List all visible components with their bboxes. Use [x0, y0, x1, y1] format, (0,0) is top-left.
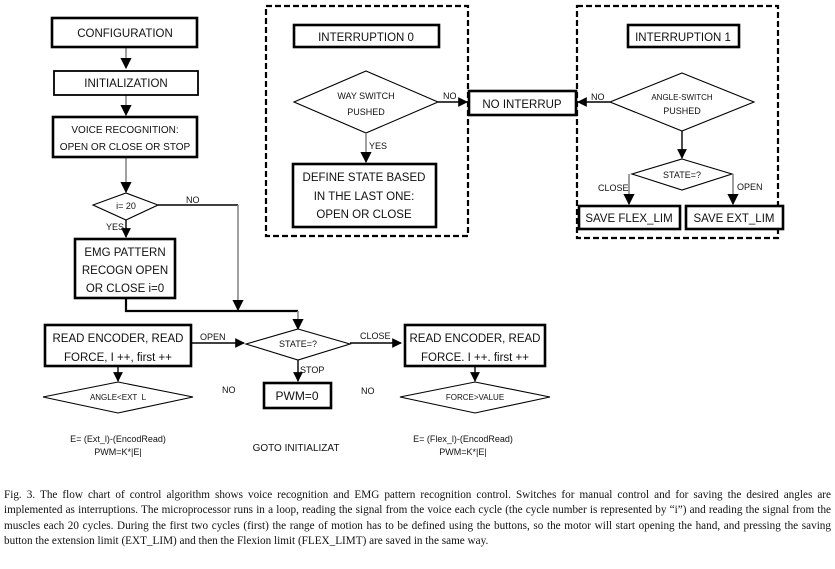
pwm-zero-box [262, 381, 333, 410]
branch-close-label: CLOSE [360, 331, 391, 341]
define-state-line1: DEFINE STATE BASED [303, 172, 426, 184]
angle-check-label: ANGLE<EXT L [90, 393, 147, 402]
no-interrupt-box [467, 89, 578, 117]
formula-open-line1: E= (Ext_l)-(EncodRead) [70, 434, 166, 444]
define-state-line2: IN THE LAST ONE: [314, 191, 415, 203]
cycle-check-diamond [91, 192, 160, 221]
formula-open-line2: PWM=K*|E| [94, 447, 141, 457]
save-ext-label: SAVE EXT_LIM [694, 213, 775, 225]
interrupt-open-label: OPEN [737, 182, 763, 192]
read-close-line2: FORCE. I ++. first ++ [421, 352, 529, 364]
way-switch-yes-label: YES [369, 141, 387, 151]
state-decision-label: STATE=? [279, 339, 317, 349]
angle-switch-line2: PUSHED [663, 106, 701, 116]
read-open-box [43, 323, 193, 368]
interruption-0-title: INTERRUPTION 0 [318, 32, 414, 44]
save-flex-box [577, 204, 682, 231]
emg-pattern-line1: EMG PATTERN [84, 247, 165, 259]
angle-switch-diamond [608, 72, 756, 132]
interruption-1-title-box [626, 23, 741, 49]
emg-pattern-line2: RECOGN OPEN [82, 265, 168, 277]
interrupt-close-label: CLOSE [598, 183, 629, 193]
cycle-check-label: i= 20 [116, 201, 136, 211]
goto-initialization-label: GOTO INITIALIZAT [253, 443, 340, 454]
cycle-yes-label: YES [106, 222, 124, 232]
branch-open-label: OPEN [200, 332, 226, 342]
cycle-no-label: NO [186, 195, 200, 205]
read-open-line2: FORCE, I ++, first ++ [64, 352, 172, 364]
interruption-1-title: INTERRUPTION 1 [635, 32, 731, 44]
interruption-0-title-box [292, 23, 441, 49]
no-right-label: NO [361, 386, 375, 396]
figure-caption: Fig. 3. The flow chart of control algori… [4, 489, 831, 548]
no-left-label: NO [222, 385, 236, 395]
define-state-box [291, 162, 438, 229]
initialization-label: INITIALIZATION [84, 78, 168, 90]
branch-stop-label: STOP [300, 365, 324, 375]
define-state-line3: OPEN OR CLOSE [316, 209, 412, 221]
pwm-zero-label: PWM=0 [275, 389, 318, 403]
formula-close-line1: E= (Flex_l)-(EncodRead) [413, 434, 513, 444]
read-open-line1: READ ENCODER, READ [53, 333, 184, 345]
interruption-1-region [575, 4, 780, 240]
interruption-0-region [264, 4, 470, 238]
force-check-label: FORCE>VALUE [446, 393, 504, 402]
emg-pattern-box [73, 237, 177, 300]
force-check-diamond [399, 381, 551, 414]
interrupt-state-label: STATE=? [663, 170, 701, 180]
way-switch-line1: WAY SWITCH [337, 91, 394, 101]
initialization-box [53, 70, 199, 96]
flowchart-diagram: CONFIGURATION INITIALIZATION VOICE RECOG… [42, 4, 785, 457]
state-decision-diamond [244, 328, 352, 361]
configuration-label: CONFIGURATION [77, 28, 173, 40]
way-switch-line2: PUSHED [347, 107, 385, 117]
line-emg-merge [124, 298, 298, 313]
read-close-line1: READ ENCODER, READ [410, 333, 541, 345]
no-interrupt-label: NO INTERRUP [482, 99, 562, 111]
save-flex-label: SAVE FLEX_LIM [585, 213, 672, 225]
read-close-box [403, 323, 547, 368]
interrupt-state-diamond [630, 158, 734, 191]
formula-close-line2: PWM=K*|E| [439, 447, 486, 457]
emg-pattern-line3: OR CLOSE i=0 [86, 283, 164, 295]
way-switch-diamond [292, 70, 440, 134]
angle-check-diamond [42, 381, 194, 414]
save-ext-box [684, 204, 785, 231]
voice-recognition-line2: OPEN OR CLOSE OR STOP [60, 142, 191, 153]
configuration-box [50, 16, 199, 49]
voice-recognition-line1: VOICE RECOGNITION: [71, 125, 178, 136]
angle-switch-line1: ANGLE-SWITCH [651, 93, 713, 102]
way-switch-no-label: NO [443, 91, 457, 101]
voice-recognition-box [51, 115, 199, 159]
angle-switch-no-label: NO [591, 92, 605, 102]
